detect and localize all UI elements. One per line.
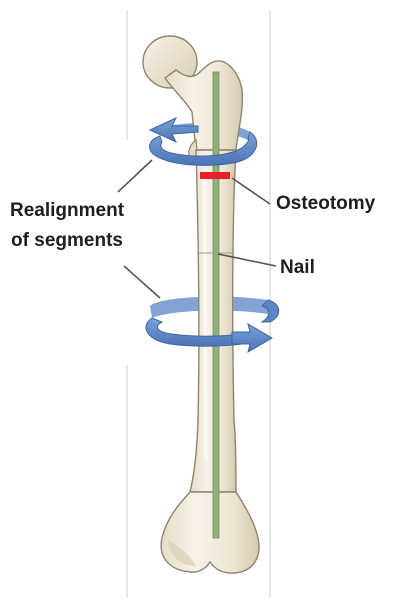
osteotomy-mark	[200, 172, 230, 179]
rotation-arrowhead-lower	[232, 324, 272, 352]
label-nail: Nail	[280, 256, 315, 280]
femoral-neck	[165, 61, 242, 150]
femoral-condyles	[161, 492, 259, 573]
label-realignment-line1: Realignment	[10, 196, 124, 226]
label-realignment-line2: of segments	[10, 226, 124, 256]
intramedullary-nail	[213, 72, 219, 538]
label-osteotomy: Osteotomy	[276, 192, 375, 216]
leader-line-osteotomy	[232, 178, 270, 204]
shaft-highlight	[204, 170, 206, 460]
leader-line-realign-lower	[124, 266, 160, 298]
label-realignment-of-segments: Realignment of segments	[10, 196, 124, 256]
